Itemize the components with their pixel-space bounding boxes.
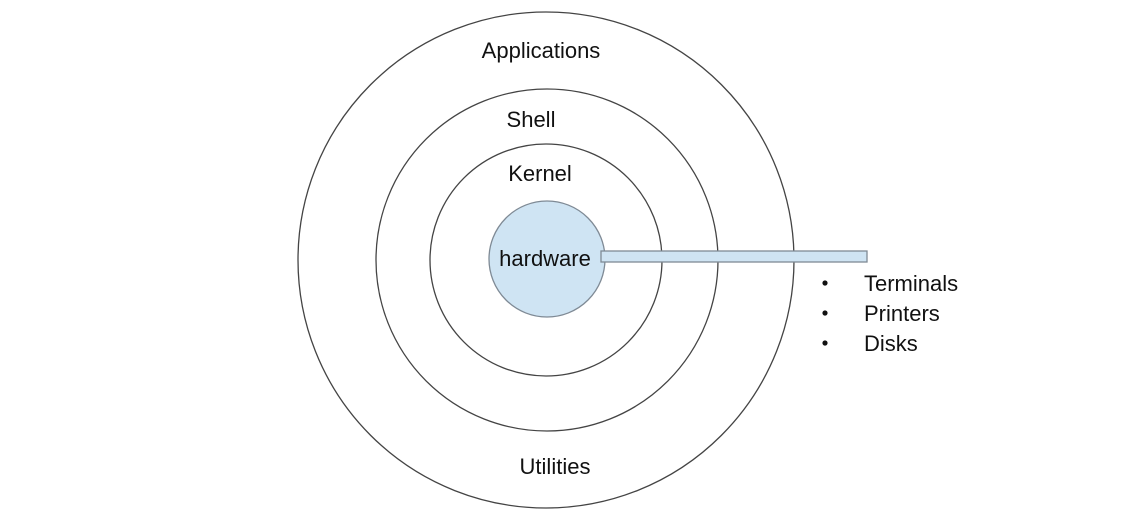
hardware-label: hardware <box>499 246 591 271</box>
bullet-icon <box>822 340 828 346</box>
device-item: Disks <box>864 331 918 356</box>
device-item: Terminals <box>864 271 958 296</box>
shell-label: Shell <box>507 107 556 132</box>
kernel-label: Kernel <box>508 161 572 186</box>
device-list: Terminals Printers Disks <box>822 271 958 356</box>
bullet-icon <box>822 280 828 286</box>
device-item: Printers <box>864 301 940 326</box>
utilities-label: Utilities <box>520 454 591 479</box>
hardware-connector-bar <box>600 250 868 263</box>
applications-label: Applications <box>482 38 601 63</box>
bullet-icon <box>822 310 828 316</box>
